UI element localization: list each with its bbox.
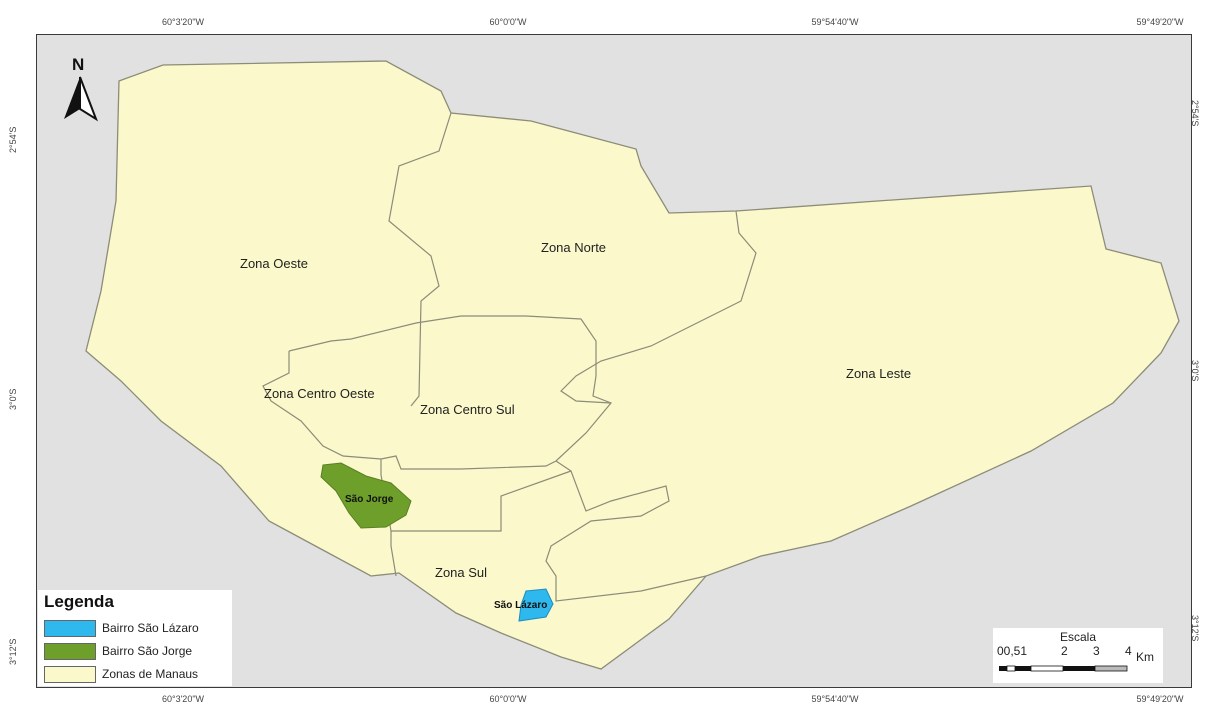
zone-label-centro-sul: Zona Centro Sul <box>420 402 515 417</box>
scale-unit: Km <box>1136 650 1154 664</box>
legend-swatch-zonas <box>44 666 96 683</box>
zone-label-centro-oeste: Zona Centro Oeste <box>264 386 375 401</box>
coord-bottom-4: 59°49'20"W <box>1136 694 1184 704</box>
coord-left-3: 3°12'S <box>8 638 18 665</box>
bairro-sao-lazaro-area <box>518 588 554 622</box>
legend-title: Legenda <box>44 592 114 611</box>
coord-bottom-3: 59°54'40"W <box>811 694 859 704</box>
north-arrow-icon <box>64 76 98 122</box>
bairro-label-sao-jorge: São Jorge <box>345 494 394 505</box>
zone-boundary-norte-leste <box>560 210 757 404</box>
coord-top-2: 60°0'0"W <box>489 17 527 27</box>
zone-label-norte: Zona Norte <box>541 240 607 255</box>
coord-top-3: 59°54'40"W <box>811 17 859 27</box>
legend-label-zonas: Zonas de Manaus <box>102 667 199 681</box>
zone-oeste-area <box>85 60 1180 670</box>
zone-boundary-oeste <box>388 112 452 407</box>
coord-top-4: 59°49'20"W <box>1136 17 1184 27</box>
zone-label-leste: Zona Leste <box>846 366 912 381</box>
scale-tick-2: 2 <box>1061 644 1068 658</box>
legend-swatch-sao-jorge <box>44 643 96 660</box>
legend-label-sao-lazaro: Bairro São Lázaro <box>102 621 199 635</box>
bairro-sao-jorge-area <box>320 462 412 529</box>
legend: Legenda Bairro São Lázaro Bairro São Jor… <box>38 590 232 686</box>
coord-bottom-1: 60°3'20"W <box>161 694 205 704</box>
coord-bottom-2: 60°0'0"W <box>489 694 527 704</box>
scale-tick-0: 00,51 <box>997 644 1028 658</box>
bairro-label-sao-lazaro: São Lázaro <box>494 600 548 611</box>
scale-title: Escala <box>1059 630 1097 644</box>
map-canvas <box>85 60 1180 670</box>
legend-swatch-sao-lazaro <box>44 620 96 637</box>
coord-top-1: 60°3'20"W <box>161 17 205 27</box>
zone-label-oeste: Zona Oeste <box>240 256 308 271</box>
north-letter: N <box>72 55 85 74</box>
scale-bar-graphic <box>999 665 1128 672</box>
coord-left-1: 2°54'S <box>8 126 18 153</box>
legend-label-sao-jorge: Bairro São Jorge <box>102 644 193 658</box>
scale-bar: Escala 00,51 2 3 4 Km <box>993 628 1163 683</box>
scale-tick-3: 3 <box>1093 644 1100 658</box>
zone-boundary-centro <box>288 315 612 475</box>
scale-tick-4: 4 <box>1125 644 1132 658</box>
coord-left-2: 3°0'S <box>8 388 18 410</box>
zone-label-sul: Zona Sul <box>435 565 488 580</box>
north-arrow: N <box>60 55 100 125</box>
zone-boundary-centro-oeste <box>262 351 382 460</box>
map-frame <box>36 34 1192 688</box>
